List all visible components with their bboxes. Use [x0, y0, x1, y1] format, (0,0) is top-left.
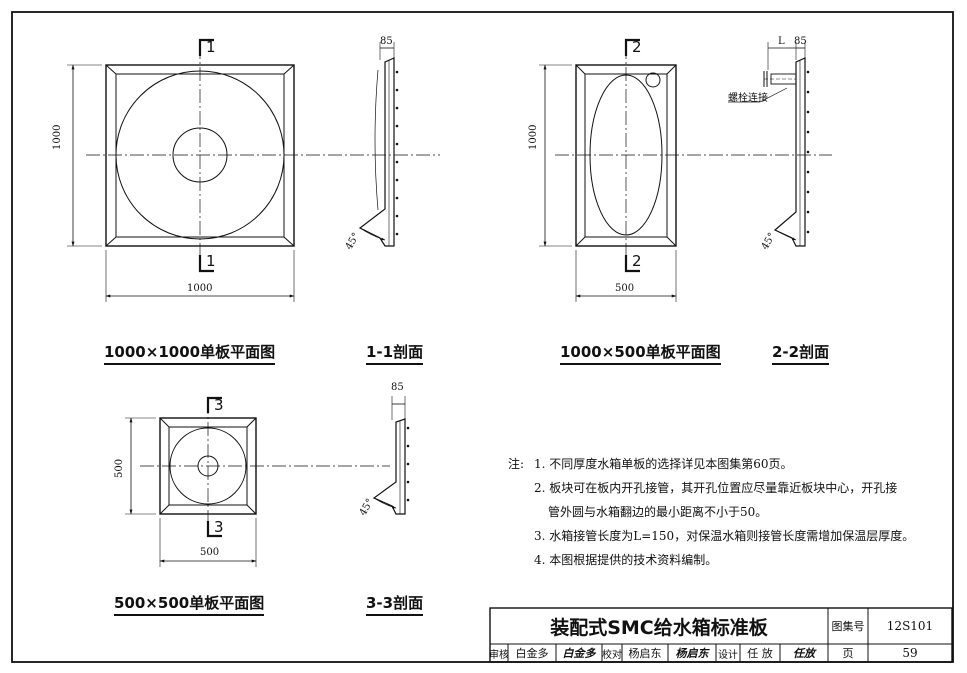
- section-2-2: [728, 42, 810, 247]
- plan-view-1000x500: [539, 38, 832, 302]
- dim-width-1000: 1000: [187, 283, 213, 294]
- section-mark-2-bottom: 2: [632, 252, 642, 270]
- dim-width-500-v3: 500: [200, 547, 220, 558]
- section-mark-1-top: 1: [206, 38, 216, 56]
- atlas-label: 图集号: [831, 620, 865, 633]
- check-label: 校对: [602, 649, 622, 661]
- sheet-frame: [11, 11, 954, 663]
- designer-signature: 任放: [793, 647, 815, 660]
- note-3: 3. 水箱接管长度为L=150，对保温水箱则接管长度需增加保温层厚度。: [534, 529, 915, 543]
- atlas-number: 12S101: [886, 619, 934, 633]
- page-number: 59: [902, 646, 918, 660]
- checker-name: 杨启东: [628, 647, 662, 660]
- dim-flange-s3: 85: [391, 382, 404, 393]
- notes-prefix: 注:: [508, 457, 525, 471]
- caption-section-1-1: 1-1剖面: [366, 341, 424, 365]
- section-mark-3-top: 3: [214, 396, 224, 414]
- dim-flange-s2: 85: [794, 36, 807, 47]
- section-mark-3-bottom: 3: [214, 518, 224, 536]
- reviewer-signature: 白金多: [562, 647, 596, 660]
- checker-signature: 杨启东: [675, 647, 709, 660]
- dim-height-1000-v2: 1000: [528, 124, 539, 150]
- caption-section-2-2: 2-2剖面: [772, 341, 830, 365]
- reviewer-name: 白金多: [515, 647, 549, 660]
- dim-height-500-v3: 500: [114, 458, 125, 478]
- caption-plan-1000x500: 1000×500单板平面图: [560, 341, 721, 365]
- design-label: 设计: [718, 649, 738, 661]
- dim-width-500: 500: [615, 283, 635, 294]
- review-label: 审核: [489, 649, 509, 661]
- bolt-connection-label: 螺栓连接: [728, 93, 768, 104]
- title-block: 装配式SMC给水箱标准板 图集号 12S101 审核 白金多 白金多 校对 杨启…: [489, 608, 952, 661]
- note-4: 4. 本图根据提供的技术资料编制。: [534, 553, 718, 567]
- section-mark-1-bottom: 1: [206, 252, 216, 270]
- section-3-3: [372, 396, 410, 515]
- designer-name: 任 放: [747, 647, 773, 660]
- page-label: 页: [842, 647, 854, 660]
- notes-block: 注: 1. 不同厚度水箱单板的选择详见本图集第60页。 2. 板块可在板内开孔接管…: [508, 452, 914, 572]
- drawing-title: 装配式SMC给水箱标准板: [550, 616, 768, 639]
- caption-plan-1000x1000: 1000×1000单板平面图: [104, 341, 276, 365]
- note-2-cont: 管外圆与水箱翻边的最小距离不小于50。: [548, 505, 768, 519]
- note-2: 2. 板块可在板内开孔接管，其开孔位置应尽量靠近板块中心，开孔接: [534, 481, 898, 495]
- caption-plan-500x500: 500×500单板平面图: [114, 592, 265, 616]
- title-block-grid: [489, 607, 953, 663]
- caption-section-3-3: 3-3剖面: [366, 592, 424, 616]
- dim-flange-s1: 85: [380, 36, 393, 47]
- section-mark-2-top: 2: [632, 38, 642, 56]
- note-1: 1. 不同厚度水箱单板的选择详见本图集第60页。: [534, 457, 793, 471]
- plan-view-500x500: [125, 396, 390, 567]
- plan-view-1000x1000: [67, 38, 350, 302]
- dim-height-1000: 1000: [52, 124, 63, 150]
- dim-pipe-length: L: [778, 36, 785, 47]
- section-1-1: [350, 42, 440, 247]
